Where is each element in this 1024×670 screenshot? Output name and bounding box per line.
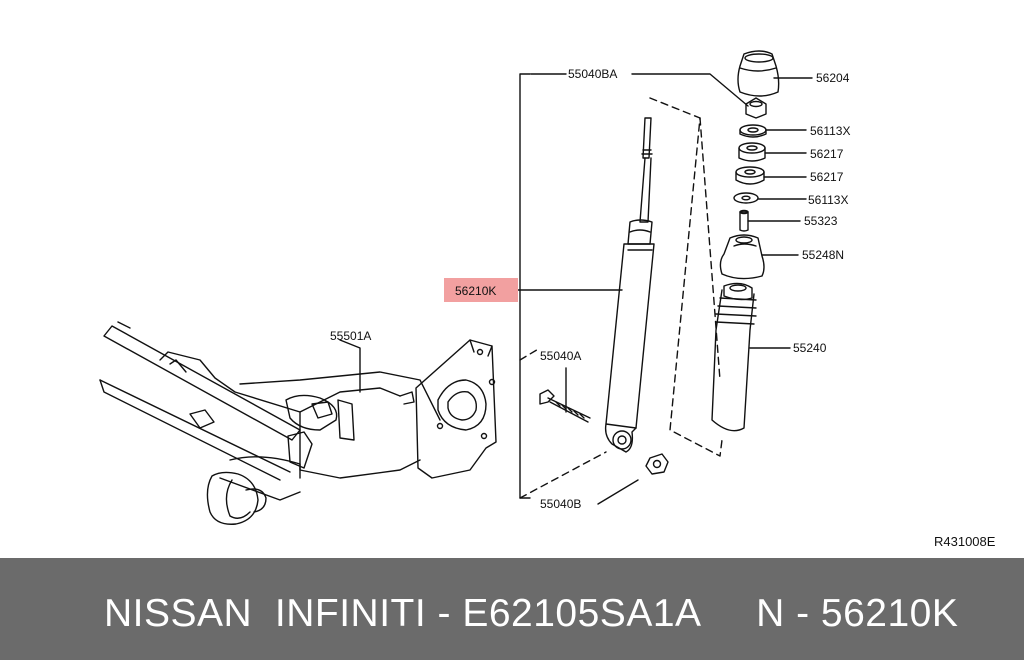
washer-56113X-lower-illustration (733, 192, 759, 204)
label-55501A[interactable]: 55501A (330, 329, 371, 343)
washer-56113X-upper-illustration (739, 124, 767, 138)
dust-boot-55240-illustration (711, 282, 757, 432)
bolt-55040A-illustration (539, 389, 591, 423)
label-55040BA[interactable]: 55040BA (568, 67, 617, 81)
label-56217-lower[interactable]: 56217 (810, 170, 844, 184)
label-55040A[interactable]: 55040A (540, 349, 581, 363)
parts-diagram: 55040BA 56204 56113X 56217 56217 56113X … (99, 50, 996, 549)
nut-55040B-illustration (645, 453, 669, 475)
footer-part-caption: NISSAN INFINITI - E62105SA1A N - 56210K (104, 592, 959, 635)
label-56113X-upper[interactable]: 56113X (810, 124, 850, 138)
rear-axle-beam-illustration (99, 321, 497, 525)
label-55323[interactable]: 55323 (804, 214, 838, 228)
diagram-reference-code: R431008E (934, 534, 996, 549)
assembly-bracket-lines (519, 73, 749, 505)
collar-55323-illustration (739, 209, 749, 232)
seat-55248N-illustration (719, 234, 765, 280)
exploded-view-svg: 55040BA 56204 56113X 56217 56217 56113X … (99, 50, 996, 549)
nut-55040BA-illustration (745, 97, 767, 119)
bump-rubber-56204-illustration (737, 50, 780, 97)
bushing-56217-upper-illustration (738, 142, 766, 162)
label-55240[interactable]: 55240 (793, 341, 827, 355)
label-55248N[interactable]: 55248N (802, 248, 844, 262)
bushing-56217-lower-illustration (735, 166, 765, 185)
label-56210K[interactable]: 56210K (455, 284, 496, 298)
shock-absorber-illustration (604, 117, 655, 453)
leader-lines (339, 77, 813, 413)
label-56204[interactable]: 56204 (816, 71, 850, 85)
highlight-56210K (444, 278, 518, 302)
label-56217-upper[interactable]: 56217 (810, 147, 844, 161)
label-56113X-lower[interactable]: 56113X (808, 193, 848, 207)
footer-banner: NISSAN INFINITI - E62105SA1A N - 56210K (0, 558, 1024, 660)
label-55040B[interactable]: 55040B (540, 497, 581, 511)
